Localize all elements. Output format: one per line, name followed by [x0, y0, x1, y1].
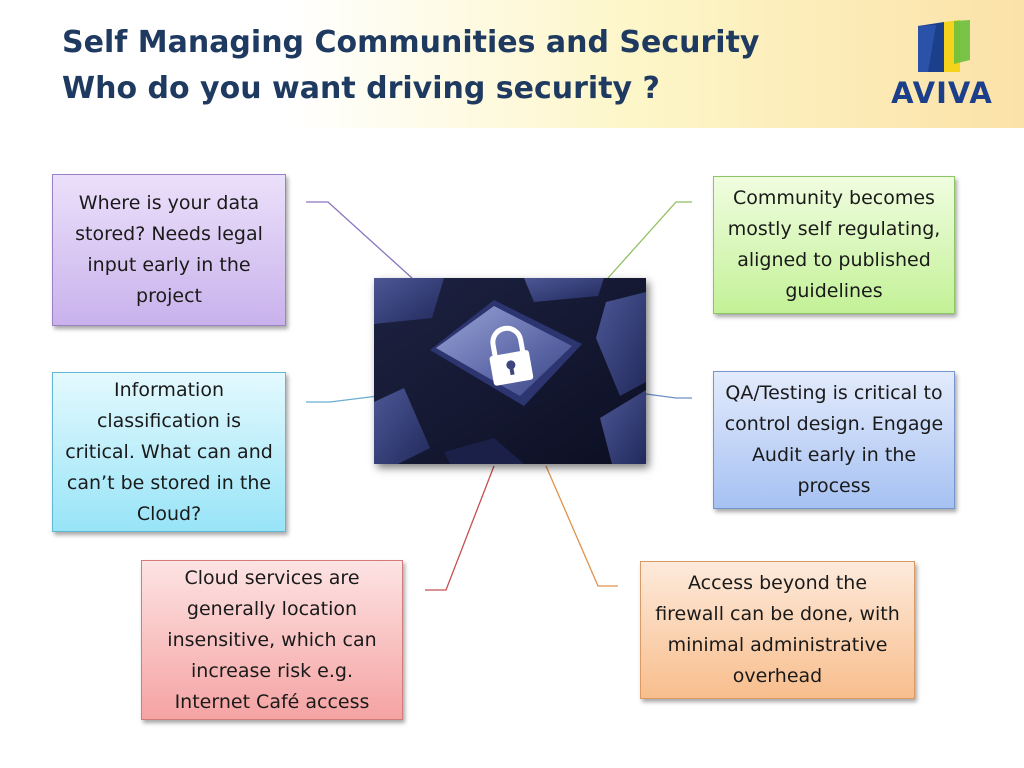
callout-access-beyond-firewall: Access beyond the firewall can be done, … — [640, 561, 915, 699]
title-line-2: Who do you want driving security ? — [62, 71, 660, 106]
callout-data-storage: Where is your data stored? Needs legal i… — [52, 174, 286, 326]
connector-bottom-right — [545, 465, 618, 587]
slide-title: Self Managing Communities and Security W… — [62, 20, 759, 112]
aviva-logo-text: AVIVA — [891, 76, 993, 110]
connector-top-right — [607, 201, 692, 279]
padlock-keyboard-image — [374, 278, 646, 464]
aviva-flag-icon — [918, 20, 970, 72]
callout-location-insensitive: Cloud services are generally location in… — [141, 560, 403, 720]
connector-bottom-left — [425, 465, 495, 591]
callout-self-regulating: Community becomes mostly self regulating… — [713, 176, 955, 314]
slide-header: Self Managing Communities and Security W… — [0, 0, 1024, 128]
connector-middle-left — [306, 395, 379, 403]
title-line-1: Self Managing Communities and Security — [62, 25, 760, 60]
connector-middle-right — [645, 393, 692, 399]
connector-top-left — [306, 201, 413, 279]
callout-information-classification: Information classification is critical. … — [52, 372, 286, 532]
padlock-key-icon — [374, 278, 646, 464]
aviva-logo: AVIVA — [880, 20, 1004, 110]
callout-qa-testing: QA/Testing is critical to control design… — [713, 371, 955, 509]
